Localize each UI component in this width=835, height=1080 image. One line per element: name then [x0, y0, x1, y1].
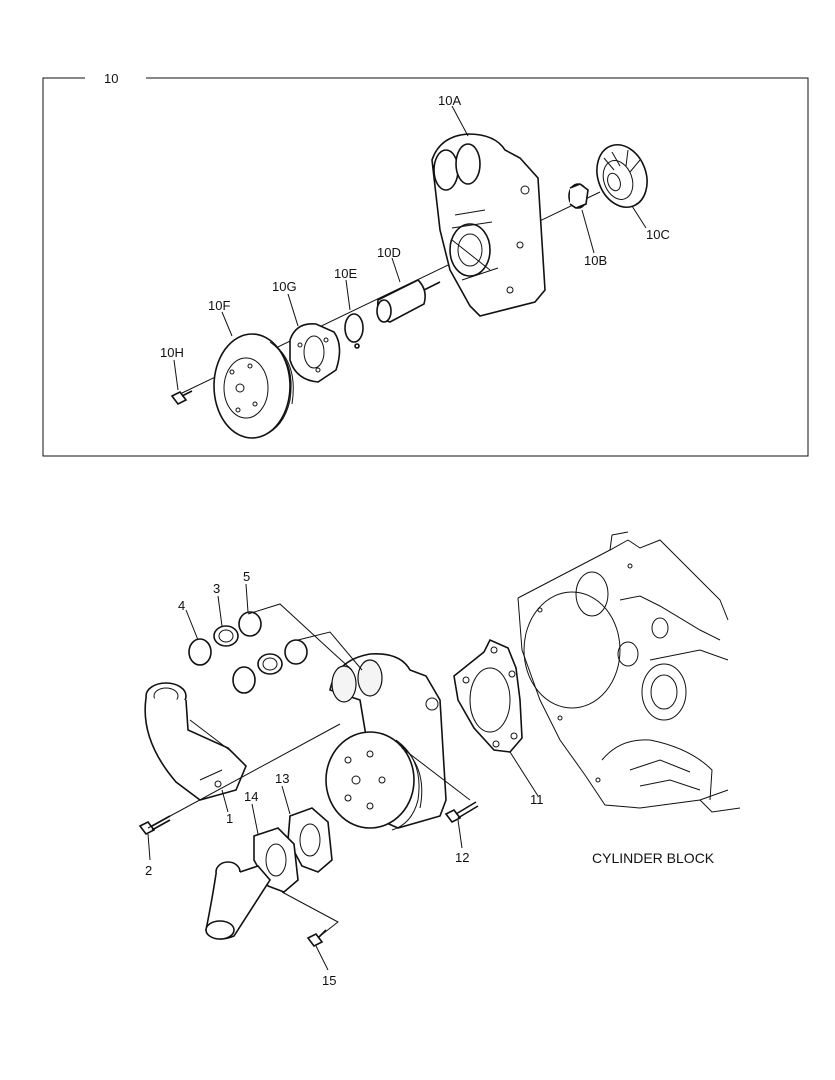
- gasket-11: [453, 638, 523, 753]
- label-10A: 10A: [438, 93, 461, 108]
- label-3: 3: [213, 581, 220, 596]
- label-10C: 10C: [646, 227, 670, 242]
- label-1: 1: [226, 811, 233, 826]
- water-pump-body: [325, 653, 447, 831]
- label-4: 4: [178, 598, 185, 613]
- bolt-10H: [170, 390, 193, 406]
- assembly-frame: 10: [42, 71, 809, 457]
- impeller-10C: [596, 144, 648, 208]
- hub-10G: [289, 323, 341, 383]
- label-10B: 10B: [584, 253, 607, 268]
- snap-ring-10E: [344, 313, 364, 349]
- label-10G: 10G: [272, 279, 297, 294]
- label-14: 14: [244, 789, 258, 804]
- label-13: 13: [275, 771, 289, 786]
- bolt-12: [444, 801, 479, 824]
- cylinder-block: [517, 531, 741, 813]
- label-10E: 10E: [334, 266, 357, 281]
- label-2: 2: [145, 863, 152, 878]
- label-10F: 10F: [208, 298, 230, 313]
- label-5: 5: [243, 569, 250, 584]
- label-15: 15: [322, 973, 336, 988]
- pulley-10F: [213, 333, 294, 439]
- label-10D: 10D: [377, 245, 401, 260]
- label-11: 11: [530, 792, 544, 807]
- cylinder-block-label: CYLINDER BLOCK: [592, 850, 715, 866]
- thermostat-3: [213, 625, 283, 675]
- callout-10: 10: [104, 71, 118, 86]
- lower-leader-lines: [147, 583, 539, 971]
- label-12: 12: [455, 850, 469, 865]
- thermostat-housing-1: [144, 682, 247, 801]
- bolt-15: [306, 929, 327, 948]
- shaft-bearing-10D: [376, 279, 441, 323]
- label-10H: 10H: [160, 345, 184, 360]
- pump-housing-10A: [431, 133, 546, 317]
- bolt-2: [138, 815, 171, 836]
- inlet-elbow: [205, 861, 271, 940]
- upper-leader-lines: [173, 105, 647, 391]
- seal-5: [238, 611, 308, 665]
- seal-10B: [568, 183, 589, 209]
- o-ring-4: [188, 638, 256, 694]
